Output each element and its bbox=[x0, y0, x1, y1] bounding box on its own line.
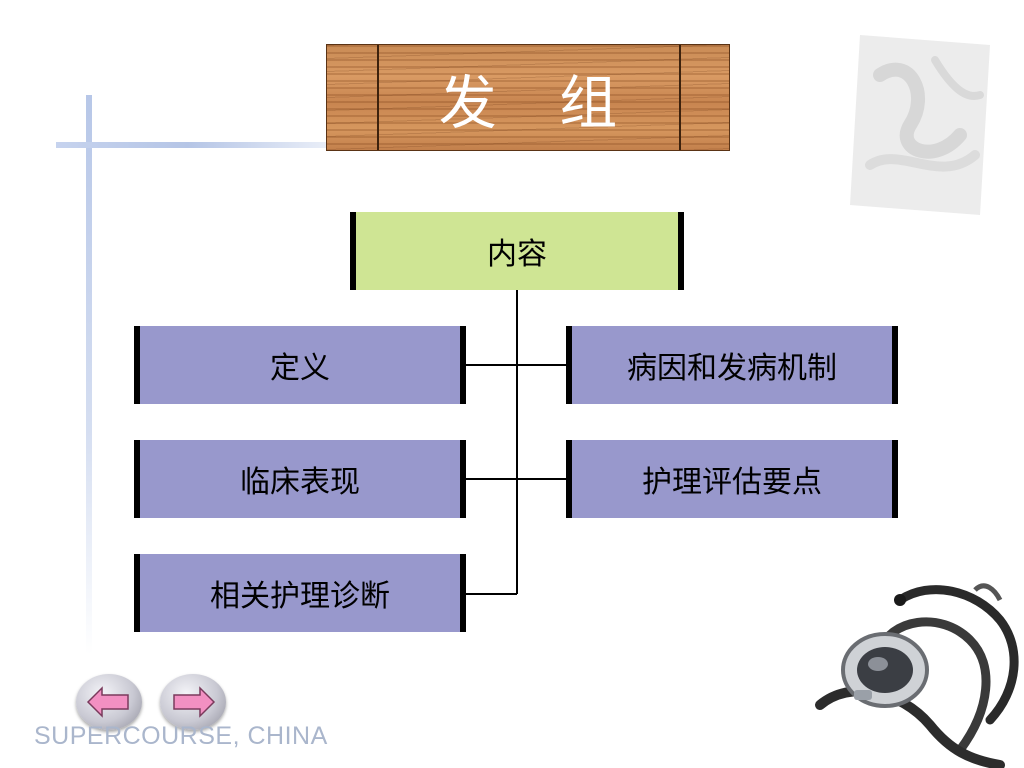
decorative-vertical-line bbox=[86, 95, 92, 655]
calligraphy-watermark-icon bbox=[850, 35, 990, 215]
left-box-definition: 定义 bbox=[134, 326, 466, 404]
title-board-divider bbox=[679, 45, 681, 150]
next-slide-button[interactable] bbox=[160, 674, 226, 730]
root-label: 内容 bbox=[487, 237, 547, 272]
page-title: 发 组 bbox=[438, 68, 640, 137]
left-box-label: 临床表现 bbox=[240, 465, 360, 500]
title-board-divider bbox=[377, 45, 379, 150]
footer-brand: SUPERCOURSE, CHINA bbox=[34, 722, 328, 750]
decorative-horizontal-line bbox=[56, 142, 386, 148]
root-box: 内容 bbox=[350, 212, 684, 290]
left-arrow-icon bbox=[86, 686, 129, 718]
prev-slide-button[interactable] bbox=[76, 674, 142, 730]
right-arrow-icon bbox=[173, 686, 216, 718]
left-box-label: 相关护理诊断 bbox=[210, 579, 390, 614]
title-board: 发 组 bbox=[326, 44, 730, 151]
left-box-clinical-manifestations: 临床表现 bbox=[134, 440, 466, 518]
right-box-assessment: 护理评估要点 bbox=[566, 440, 898, 518]
right-box-label: 病因和发病机制 bbox=[627, 351, 837, 386]
left-box-nursing-diagnosis: 相关护理诊断 bbox=[134, 554, 466, 632]
stethoscope-icon bbox=[815, 583, 1019, 768]
right-box-label: 护理评估要点 bbox=[642, 465, 822, 500]
right-box-etiology: 病因和发病机制 bbox=[566, 326, 898, 404]
left-box-label: 定义 bbox=[270, 351, 330, 386]
